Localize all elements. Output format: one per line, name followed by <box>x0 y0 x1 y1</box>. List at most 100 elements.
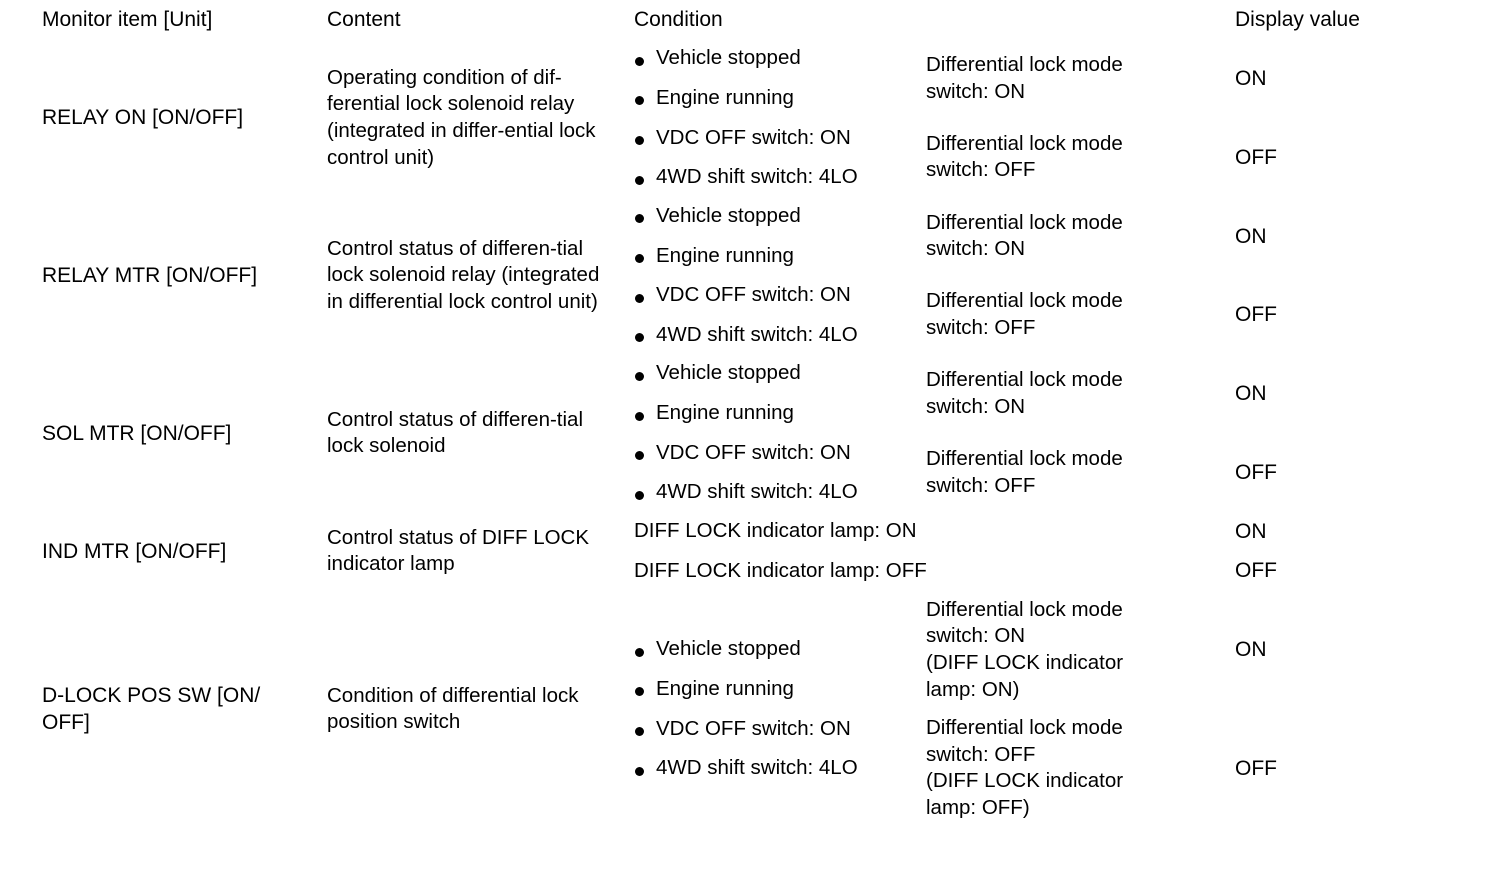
condition-detail-line: Differential lock mode <box>926 53 1123 77</box>
table-row: DIFF LOCK indicator lamp: OFF OFF <box>28 551 1477 591</box>
display-value: ON <box>1221 354 1477 434</box>
condition-list-item: Vehicle stopped <box>634 636 900 663</box>
bullet-icon <box>635 175 644 185</box>
condition-list-item: 4WD shift switch: 4LO <box>634 479 900 506</box>
condition-detail-cell: DIFF LOCK indicator lamp: ON <box>620 511 1222 552</box>
condition-list-item: Engine running <box>634 400 900 427</box>
monitor-item-content: Operating condition of dif-ferential loc… <box>313 39 620 197</box>
condition-detail-line: (DIFF LOCK indicator <box>926 650 1124 674</box>
column-header-content: Content <box>313 0 620 40</box>
monitor-item-content: Condition of differential lock position … <box>313 590 620 828</box>
condition-text: Engine running <box>656 243 794 267</box>
condition-text: Engine running <box>656 401 794 425</box>
condition-detail-line: Differential lock mode <box>926 368 1123 392</box>
bullet-icon <box>635 687 644 697</box>
monitor-item-content: Control status of differen-tial lock sol… <box>313 196 620 355</box>
column-header-monitor-item: Monitor item [Unit] <box>28 0 313 40</box>
condition-list-item: 4WD shift switch: 4LO <box>634 322 900 349</box>
table-header-row: Monitor item [Unit] Content Condition Di… <box>28 0 1477 40</box>
display-value: OFF <box>1221 118 1477 197</box>
condition-text: Engine running <box>656 677 794 700</box>
condition-detail-line: (DIFF LOCK indicator <box>926 769 1124 793</box>
monitor-item-table: Monitor item [Unit] Content Condition Di… <box>28 0 1477 828</box>
display-value: ON <box>1221 590 1477 710</box>
condition-detail-line: switch: OFF <box>926 473 1036 497</box>
condition-text: VDC OFF switch: ON <box>656 283 851 307</box>
condition-detail-cell: Differential lock mode switch: OFF (DIFF… <box>912 709 1222 828</box>
condition-detail-line: switch: OFF <box>926 158 1036 182</box>
condition-text: 4WD shift switch: 4LO <box>656 480 858 504</box>
condition-list-cell: Vehicle stopped Engine running VDC OFF s… <box>620 354 912 512</box>
monitor-item-name: IND MTR [ON/OFF] <box>28 511 313 591</box>
condition-text: VDC OFF switch: ON <box>656 716 851 740</box>
condition-list-item: 4WD shift switch: 4LO <box>634 755 900 782</box>
condition-text: Vehicle stopped <box>656 637 801 661</box>
display-value: ON <box>1221 196 1477 276</box>
condition-detail-cell: Differential lock mode switch: ON (DIFF … <box>912 590 1222 710</box>
condition-detail-line: Differential lock mode <box>926 716 1123 740</box>
monitor-item-content: Control status of differen-tial lock sol… <box>313 354 620 512</box>
monitor-item-name: RELAY MTR [ON/OFF] <box>28 196 313 355</box>
condition-detail-line: Differential lock mode <box>926 289 1123 313</box>
display-value: OFF <box>1221 709 1477 828</box>
condition-list-item: 4WD shift switch: 4LO <box>634 164 900 191</box>
condition-detail-cell: Differential lock mode switch: ON <box>912 354 1222 434</box>
table-row: Differential lock mode switch: OFF OFF <box>28 275 1477 355</box>
bullet-icon <box>635 727 644 737</box>
monitor-item-content: Control status of DIFF LOCK indicator la… <box>313 511 620 591</box>
condition-detail-line: switch: OFF <box>926 316 1036 340</box>
condition-detail-line: Differential lock mode <box>926 210 1123 234</box>
condition-detail-line: Differential lock mode <box>926 597 1123 621</box>
column-header-display-value: Display value <box>1221 0 1477 40</box>
bullet-icon <box>635 766 644 776</box>
condition-text: VDC OFF switch: ON <box>656 125 851 149</box>
condition-text: Engine running <box>656 85 794 109</box>
display-value: OFF <box>1221 433 1477 512</box>
condition-text: Vehicle stopped <box>656 203 801 227</box>
condition-list-item: Engine running <box>634 243 900 270</box>
table-row: D-LOCK POS SW [ON/ OFF] Condition of dif… <box>28 590 1477 828</box>
condition-list-cell: Vehicle stopped Engine running VDC OFF s… <box>620 39 912 197</box>
display-value: ON <box>1221 39 1477 119</box>
display-value: ON <box>1221 511 1477 552</box>
condition-list: Vehicle stopped Engine running VDC OFF s… <box>634 636 900 782</box>
monitor-item-name: D-LOCK POS SW [ON/ OFF] <box>28 590 313 828</box>
table-row: Differential lock mode switch: OFF (DIFF… <box>28 709 1477 828</box>
bullet-icon <box>635 293 644 303</box>
display-value: OFF <box>1221 551 1477 591</box>
condition-list: Vehicle stopped Engine running VDC OFF s… <box>634 203 900 349</box>
condition-list-item: VDC OFF switch: ON <box>634 125 900 152</box>
condition-list-item: VDC OFF switch: ON <box>634 282 900 309</box>
condition-detail-line: switch: OFF <box>926 742 1036 766</box>
condition-detail-cell: Differential lock mode switch: OFF <box>912 433 1222 512</box>
table-body: RELAY ON [ON/OFF] Operating condition of… <box>28 39 1477 828</box>
bullet-icon <box>635 451 644 461</box>
condition-detail-cell: Differential lock mode switch: ON <box>912 196 1222 276</box>
bullet-icon <box>635 490 644 500</box>
condition-text: 4WD shift switch: 4LO <box>656 756 858 780</box>
table-row: SOL MTR [ON/OFF] Control status of diffe… <box>28 354 1477 512</box>
condition-detail-cell: DIFF LOCK indicator lamp: OFF <box>620 551 1222 591</box>
bullet-icon <box>635 96 644 106</box>
condition-list: Vehicle stopped Engine running VDC OFF s… <box>634 45 900 191</box>
condition-text: Vehicle stopped <box>656 361 801 385</box>
condition-list-item: Vehicle stopped <box>634 360 900 387</box>
condition-detail-cell: Differential lock mode switch: ON <box>912 39 1222 119</box>
bullet-icon <box>635 333 644 343</box>
condition-text: 4WD shift switch: 4LO <box>656 165 858 189</box>
table-row: IND MTR [ON/OFF] Control status of DIFF … <box>28 511 1477 591</box>
table-row: RELAY MTR [ON/OFF] Control status of dif… <box>28 196 1477 355</box>
bullet-icon <box>635 647 644 657</box>
monitor-item-name: SOL MTR [ON/OFF] <box>28 354 313 512</box>
table-row: Differential lock mode switch: OFF OFF <box>28 118 1477 197</box>
condition-list-cell: Vehicle stopped Engine running VDC OFF s… <box>620 196 912 355</box>
condition-list-item: VDC OFF switch: ON <box>634 716 900 743</box>
bullet-icon <box>635 253 644 263</box>
condition-detail-line: Differential lock mode <box>926 131 1123 155</box>
bullet-icon <box>635 56 644 66</box>
condition-detail-line: switch: ON <box>926 237 1026 261</box>
bullet-icon <box>635 411 644 421</box>
condition-detail-line: lamp: ON) <box>926 677 1020 701</box>
condition-detail-line: lamp: OFF) <box>926 796 1030 820</box>
